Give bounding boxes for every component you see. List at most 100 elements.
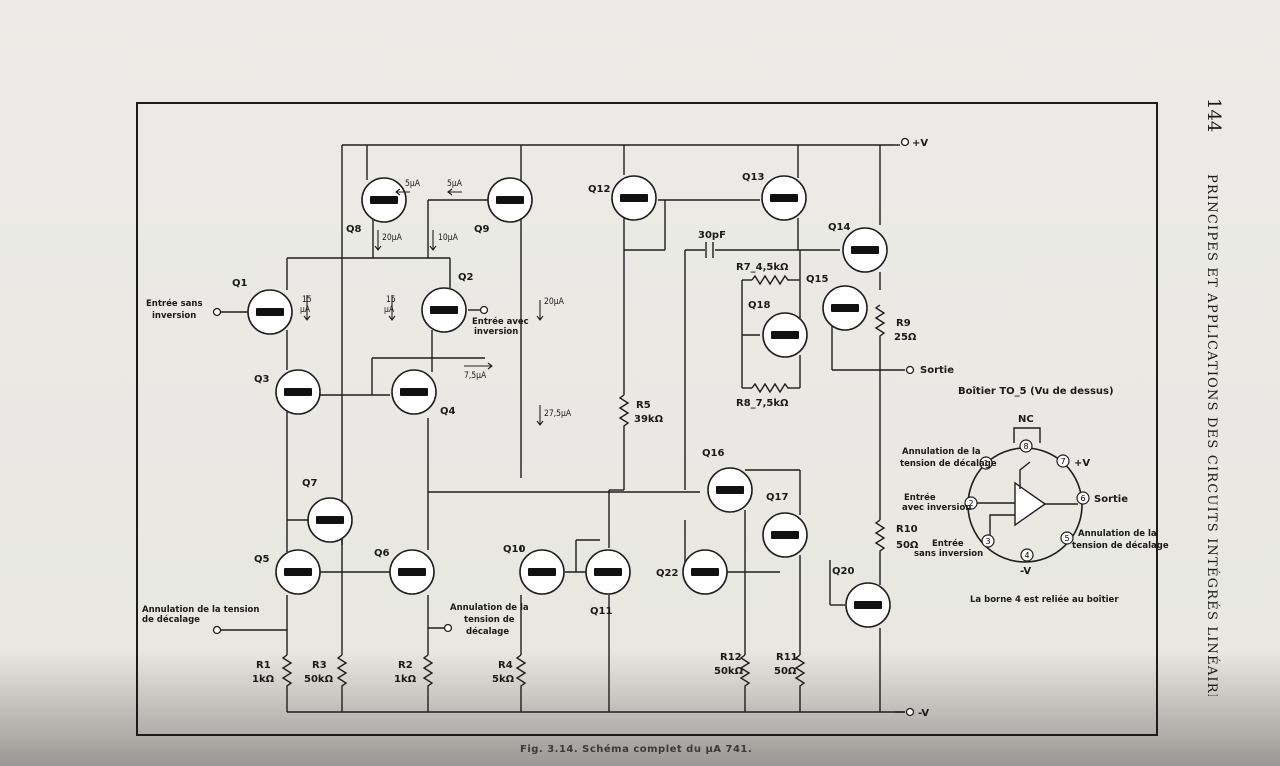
current-10ua: 10µA	[438, 233, 459, 243]
package-pin1-label-1: Annulation de la	[902, 447, 981, 457]
package-pin2-label-1: Entrée	[904, 492, 936, 503]
current-ua-right: µA	[384, 305, 395, 315]
label-r7: R7_4,5kΩ	[736, 262, 789, 273]
label-r11-value: 50Ω	[774, 666, 797, 677]
transistor-q4	[391, 369, 437, 415]
package-title: Boîtier TO_5 (Vu de dessus)	[958, 385, 1114, 397]
label-q6: Q6	[374, 548, 390, 559]
pin-5: 5	[1064, 534, 1069, 543]
label-r12-value: 50kΩ	[714, 666, 744, 677]
label-q15: Q15	[806, 274, 828, 285]
current-7-5ua: 7,5µA	[464, 371, 487, 381]
label-minus-v: -V	[918, 708, 929, 719]
label-r5-value: 39kΩ	[634, 414, 664, 425]
label-offset-right-1: Annulation de la	[450, 603, 529, 613]
resistor-r10	[874, 519, 886, 560]
label-in-inv-2: inversion	[474, 327, 518, 337]
transistor-symbols	[247, 175, 891, 628]
pin-2: 2	[968, 499, 973, 508]
label-q16: Q16	[702, 448, 724, 459]
running-header: 144 PRINCIPES ET APPLICATIONS DES CIRCUI…	[1168, 96, 1238, 696]
label-offset-right-2: tension de	[464, 615, 515, 625]
label-q9: Q9	[474, 224, 490, 235]
resistor-r11	[794, 654, 806, 690]
package-pins: 1 2 3 4 5 6 7 8	[964, 439, 1090, 562]
label-in-noninv-1: Entrée sans	[146, 298, 203, 309]
current-20ua-q8: 20µA	[382, 233, 403, 243]
transistor-q9	[487, 177, 533, 223]
page-number: 144	[1203, 98, 1224, 132]
package-pin6-label: Sortie	[1094, 494, 1128, 505]
resistor-r4	[515, 654, 527, 690]
label-q5: Q5	[254, 554, 270, 565]
package-pin1-label-2: tension de décalage	[900, 458, 997, 469]
label-r4-value: 5kΩ	[492, 674, 515, 685]
transistor-q2	[421, 287, 467, 333]
current-arrows	[303, 188, 544, 426]
terminals	[212, 137, 915, 717]
transistor-q5	[275, 549, 321, 595]
label-q20: Q20	[832, 566, 854, 577]
label-r10-name: R10	[896, 524, 918, 535]
pin-1: 1	[983, 459, 988, 468]
label-in-inv-1: Entrée avec	[472, 316, 529, 327]
label-r9-value: 25Ω	[894, 332, 917, 343]
transistor-q3	[275, 369, 321, 415]
label-r10-value: 50Ω	[896, 540, 919, 551]
transistor-q22	[682, 549, 728, 595]
label-r1-value: 1kΩ	[252, 674, 275, 685]
capacitor-30pf	[705, 242, 714, 258]
label-q22: Q22	[656, 568, 678, 579]
current-5ua-right: 5µA	[447, 179, 463, 189]
label-q12: Q12	[588, 184, 610, 195]
current-5ua-left: 5µA	[405, 179, 421, 189]
schematic-frame	[136, 102, 1158, 736]
label-q4: Q4	[440, 406, 456, 417]
resistor-r12	[739, 654, 751, 690]
label-q13: Q13	[742, 172, 764, 183]
figure-caption: Fig. 3.14. Schéma complet du µA 741.	[520, 744, 753, 755]
package-nc: NC	[1018, 414, 1034, 425]
labels: +V -V Q8 Q9 Q1 Q2 Q3 Q4 Q7 Q5 Q6 Q10 Q11…	[142, 138, 1169, 719]
pin-8: 8	[1023, 442, 1028, 451]
pin-6: 6	[1080, 494, 1085, 503]
transistor-q7	[307, 497, 353, 543]
label-r5-name: R5	[636, 400, 651, 411]
label-capacitor: 30pF	[698, 230, 726, 241]
label-r8: R8_7,5kΩ	[736, 398, 789, 409]
terminal-minus-v	[905, 707, 915, 717]
resistor-r7	[751, 274, 790, 286]
opamp-triangle	[1014, 481, 1047, 527]
label-r9-name: R9	[896, 318, 911, 329]
package-pin2-label-2: avec inversion	[902, 503, 971, 513]
transistor-q20	[845, 582, 891, 628]
resistor-r3	[336, 654, 348, 690]
current-27-5ua: 27,5µA	[544, 409, 572, 419]
transistor-q11	[585, 549, 631, 595]
package-pin4-label: -V	[1020, 566, 1031, 577]
label-r12-name: R12	[720, 652, 742, 663]
resistor-symbols	[281, 274, 886, 690]
wires	[220, 144, 905, 713]
transistor-q15	[822, 285, 868, 331]
transistor-q17	[762, 512, 808, 558]
terminal-offset-left	[212, 625, 222, 635]
package-note: La borne 4 est reliée au boîtier	[970, 594, 1119, 605]
current-20ua-q9: 20µA	[544, 297, 565, 307]
terminal-in-noninv	[212, 307, 222, 317]
resistor-r1	[281, 654, 293, 690]
label-offset-left-2: de décalage	[142, 614, 200, 625]
label-q8: Q8	[346, 224, 362, 235]
transistor-q13	[761, 175, 807, 221]
current-ua-left: µA	[300, 305, 311, 315]
terminal-plus-v	[900, 137, 910, 147]
transistor-q6	[389, 549, 435, 595]
label-r3-name: R3	[312, 660, 327, 671]
current-15-left: 15	[302, 295, 312, 305]
transistor-q12	[611, 175, 657, 221]
pin-3: 3	[985, 537, 990, 546]
package-pin7-label: +V	[1074, 458, 1090, 469]
package-pin3-label-1: Entrée	[932, 538, 964, 549]
